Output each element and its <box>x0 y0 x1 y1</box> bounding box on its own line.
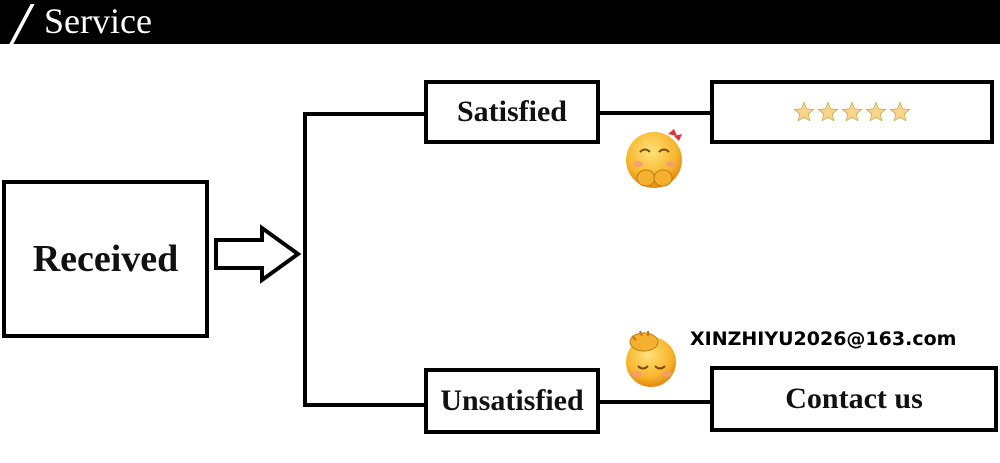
star-rating <box>793 101 911 123</box>
received-label: Received <box>32 238 179 280</box>
header-bar: Service <box>0 0 1000 44</box>
connector-satisfied-to-rating <box>598 111 712 115</box>
connector-to-satisfied <box>303 112 425 116</box>
satisfied-label: Satisfied <box>456 95 567 128</box>
star-icon <box>865 101 887 122</box>
satisfied-box: Satisfied <box>424 80 600 144</box>
connector-unsatisfied-to-contact <box>598 400 712 404</box>
connector-to-unsatisfied <box>303 403 425 407</box>
star-icon <box>793 101 815 122</box>
vertical-connector <box>303 112 307 407</box>
star-icon <box>817 101 839 122</box>
contact-box: Contact us <box>710 366 998 432</box>
unsatisfied-box: Unsatisfied <box>424 368 600 434</box>
contact-email[interactable]: XINZHIYU2026@163.com <box>690 328 957 350</box>
page-title: Service <box>44 1 152 41</box>
received-box: Received <box>2 180 209 338</box>
unsatisfied-label: Unsatisfied <box>440 384 584 417</box>
star-icon <box>841 101 863 122</box>
star-icon <box>889 101 911 122</box>
rating-box <box>710 80 994 144</box>
contact-label: Contact us <box>785 382 923 415</box>
